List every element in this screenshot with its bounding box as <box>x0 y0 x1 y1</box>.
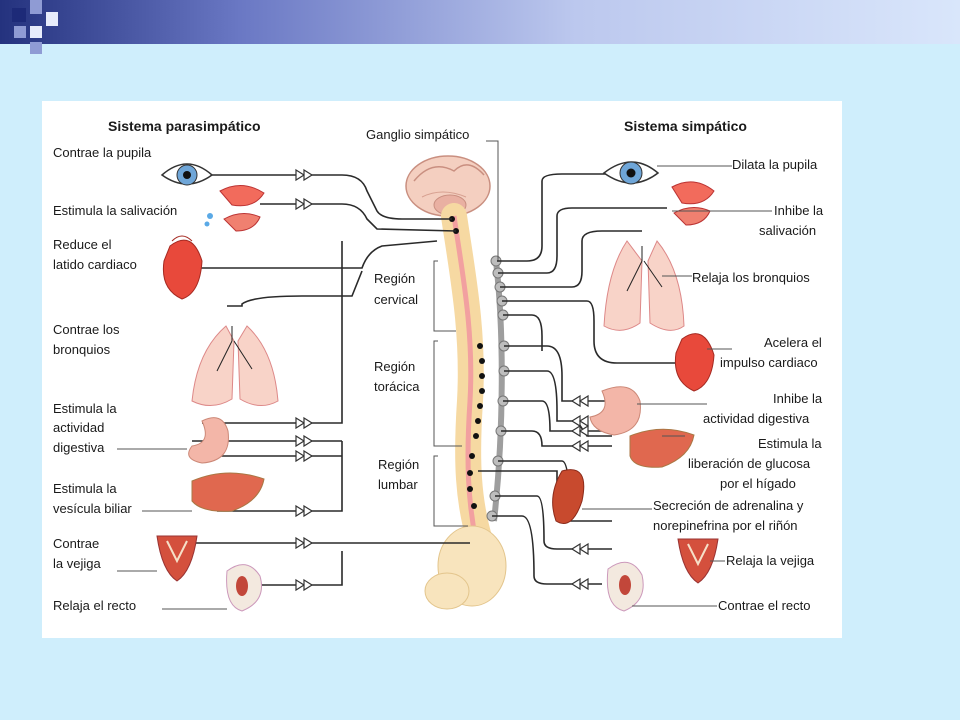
stomach-icon <box>589 386 641 436</box>
para-effect-rectum: Relaja el recto <box>53 598 136 613</box>
region-cervical-line2: cervical <box>374 292 418 307</box>
rectum-icon <box>226 564 262 612</box>
para-effect-bladder-line2: la vejiga <box>53 556 101 571</box>
heart-icon <box>162 235 203 300</box>
sym-effect-liver-line2: liberación de glucosa <box>688 456 811 471</box>
region-lumbar-line1: Región <box>378 457 419 472</box>
rectum-icon <box>606 561 644 612</box>
sym-effect-rectum: Contrae el recto <box>718 598 811 613</box>
para-effect-pupil: Contrae la pupila <box>53 145 152 160</box>
stomach-icon <box>188 417 229 464</box>
sym-effect-digestion-line1: Inhibe la <box>773 391 823 406</box>
liver-icon <box>191 472 265 512</box>
region-thoracic-line1: Región <box>374 359 415 374</box>
region-lumbar-line2: lumbar <box>378 477 418 492</box>
slide-decoration-square <box>30 0 42 14</box>
para-effect-gallbladder-line1: Estimula la <box>53 481 117 496</box>
sym-effect-salivation-line2: salivación <box>759 223 816 238</box>
para-effect-heart-line1: Reduce el <box>53 237 112 252</box>
nerve-pathways <box>182 173 682 586</box>
sym-effect-kidney-line1: Secreción de adrenalina y <box>653 498 804 513</box>
sym-effect-digestion-line2: actividad digestiva <box>703 411 810 426</box>
para-effect-bronchi-line1: Contrae los <box>53 322 120 337</box>
para-effect-digestion-line2: actividad <box>53 420 104 435</box>
heart-icon <box>674 333 715 392</box>
bladder-icon <box>156 535 198 582</box>
para-effect-bronchi-line2: bronquios <box>53 342 111 357</box>
sympathetic-heading: Sistema simpático <box>624 118 747 134</box>
central-nervous-system <box>405 140 510 610</box>
kidney-icon <box>552 469 585 524</box>
slide-decoration-square <box>46 12 58 26</box>
liver-icon <box>629 428 695 468</box>
para-effect-salivation: Estimula la salivación <box>53 203 177 218</box>
bladder-icon <box>677 538 719 584</box>
nervous-system-diagram: Sistema parasimpático Ganglio simpático … <box>42 101 842 638</box>
salivary-gland-icon <box>204 185 265 232</box>
sym-effect-pupil: Dilata la pupila <box>732 157 818 172</box>
sym-effect-kidney-line2: norepinefrina por el riñón <box>653 518 798 533</box>
lungs-icon <box>603 240 685 331</box>
para-effect-gallbladder-line2: vesícula biliar <box>53 501 132 516</box>
sym-effect-liver-line3: por el hígado <box>720 476 796 491</box>
sympathetic-ganglion-chain <box>486 255 510 522</box>
spinal-column <box>424 203 507 610</box>
parasympathetic-heading: Sistema parasimpático <box>108 118 261 134</box>
region-brackets <box>433 140 499 527</box>
para-effect-digestion-line3: digestiva <box>53 440 105 455</box>
slide-decoration-square <box>30 26 42 38</box>
sym-effect-liver-line1: Estimula la <box>758 436 822 451</box>
slide-decoration-square <box>30 42 42 54</box>
region-thoracic-line2: torácica <box>374 379 420 394</box>
para-effect-heart-line2: latido cardiaco <box>53 257 137 272</box>
para-effect-bladder-line1: Contrae <box>53 536 99 551</box>
para-effect-digestion-line1: Estimula la <box>53 401 117 416</box>
ganglion-label: Ganglio simpático <box>366 127 469 142</box>
region-cervical-line1: Región <box>374 271 415 286</box>
sym-effect-heart-line2: impulso cardiaco <box>720 355 818 370</box>
slide-decoration-square <box>12 8 26 22</box>
sym-effect-bronchi: Relaja los bronquios <box>692 270 810 285</box>
salivary-gland-icon <box>671 181 715 226</box>
slide-header-bar <box>0 0 960 44</box>
eye-icon <box>602 161 660 185</box>
sym-effect-bladder: Relaja la vejiga <box>726 553 815 568</box>
eye-icon <box>160 163 214 186</box>
label-leaders <box>117 165 772 610</box>
spinal-nerve-dots <box>449 216 485 509</box>
synapse-markers <box>295 168 589 592</box>
sym-effect-heart-line1: Acelera el <box>764 335 822 350</box>
sym-effect-salivation-line1: Inhibe la <box>774 203 824 218</box>
slide-decoration-square <box>14 26 26 38</box>
lungs-icon <box>191 325 279 406</box>
